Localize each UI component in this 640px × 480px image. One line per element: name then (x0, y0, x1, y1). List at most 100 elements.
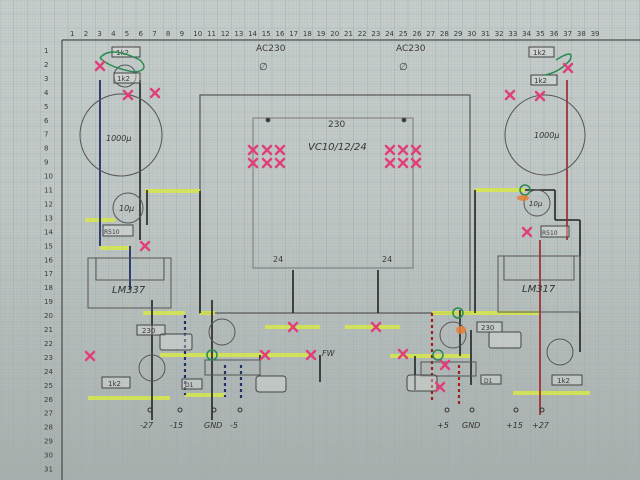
x-mark (534, 90, 546, 102)
column-number: 37 (563, 30, 572, 38)
row-number: 24 (44, 368, 53, 376)
resistor-bodies (101, 46, 583, 393)
column-number: 14 (248, 30, 257, 38)
x-mark (259, 349, 271, 361)
row-number: 20 (44, 312, 53, 320)
regulator-packages (87, 255, 581, 377)
output-label: GND (462, 421, 480, 430)
x-mark (94, 60, 106, 72)
output-label: -5 (230, 421, 238, 430)
output-terminal (147, 407, 153, 413)
output-terminal (211, 407, 217, 413)
row-numbers: 1234567891011121314151617181920212223242… (44, 47, 53, 474)
row-number: 21 (44, 326, 53, 334)
row-number: 9 (44, 159, 48, 167)
x-mark (562, 62, 574, 74)
row-number: 6 (44, 117, 49, 125)
row-number: 31 (44, 466, 53, 474)
row-number: 25 (44, 382, 53, 390)
output-label: -15 (170, 421, 183, 430)
column-number: 23 (371, 30, 380, 38)
x-mark (397, 348, 409, 360)
x-mark (384, 157, 396, 169)
row-number: 29 (44, 438, 53, 446)
highlighted-wires (85, 188, 590, 400)
output-label: GND (204, 421, 222, 430)
right-diode-label: D1 (484, 378, 493, 385)
column-number: 35 (536, 30, 545, 38)
column-number: 5 (125, 30, 129, 38)
column-number: 22 (358, 30, 367, 38)
capacitors (79, 64, 586, 382)
column-number: 9 (180, 30, 184, 38)
x-mark (439, 359, 451, 371)
row-number: 26 (44, 396, 53, 404)
dashed-wires (183, 315, 243, 400)
row-number: 30 (44, 452, 53, 460)
left-r-low-label: R510 (104, 229, 120, 236)
lm337-label: LM337 (112, 285, 146, 296)
column-number: 32 (495, 30, 504, 38)
column-number: 38 (577, 30, 586, 38)
secondary-left-label: 24 (273, 255, 283, 264)
output-terminal (469, 407, 475, 413)
right-r-low-label: R510 (542, 230, 558, 237)
row-number: 18 (44, 284, 53, 292)
row-number: 27 (44, 410, 53, 418)
column-number: 3 (97, 30, 101, 38)
column-number: 29 (454, 30, 463, 38)
column-number: 33 (508, 30, 517, 38)
row-number: 16 (44, 256, 53, 264)
column-number: 20 (330, 30, 339, 38)
row-number: 28 (44, 424, 53, 432)
x-mark (370, 321, 382, 333)
left-cap-big-label: 1000µ (106, 134, 131, 143)
phase-right-label: ∅ (399, 62, 408, 73)
x-mark (139, 240, 151, 252)
column-number: 12 (221, 30, 230, 38)
column-number: 25 (399, 30, 408, 38)
right-r230-label: 230 (481, 324, 494, 332)
x-mark (397, 157, 409, 169)
row-number: 17 (44, 270, 53, 278)
x-mark (434, 381, 446, 393)
right-r-bottom-label: 1k2 (557, 377, 570, 385)
lm317-label: LM317 (522, 284, 556, 295)
row-number: 22 (44, 340, 53, 348)
output-terminal (237, 407, 243, 413)
x-mark (261, 144, 273, 156)
fuse-label: FW (322, 349, 336, 358)
column-number: 6 (139, 30, 144, 38)
output-label: +15 (506, 421, 523, 430)
row-number: 15 (44, 242, 53, 250)
row-number: 11 (44, 187, 53, 195)
secondary-right-label: 24 (382, 255, 392, 264)
column-number: 27 (426, 30, 435, 38)
output-label: +27 (532, 421, 550, 430)
x-mark (287, 321, 299, 333)
right-r-mid-label: 1k2 (534, 77, 547, 85)
row-number: 8 (44, 145, 48, 153)
right-cap-small-label: 10µ (529, 200, 543, 208)
left-r-mid-label: 1k2 (117, 75, 130, 83)
red-wires (430, 80, 568, 415)
column-number: 39 (591, 30, 600, 38)
left-r230-label: 230 (142, 327, 155, 335)
column-number: 17 (289, 30, 298, 38)
column-number: 21 (344, 30, 353, 38)
phase-left-label: ∅ (259, 62, 268, 73)
column-number: 13 (234, 30, 243, 38)
column-number: 19 (317, 30, 326, 38)
x-mark (122, 89, 134, 101)
row-number: 14 (44, 228, 53, 236)
orange-marks (456, 195, 529, 334)
column-number: 30 (467, 30, 476, 38)
left-diode-label: D1 (185, 382, 194, 389)
x-mark (84, 350, 96, 362)
x-mark (261, 157, 273, 169)
primary-label: 230 (328, 120, 345, 130)
left-r-bottom-label: 1k2 (108, 380, 121, 388)
